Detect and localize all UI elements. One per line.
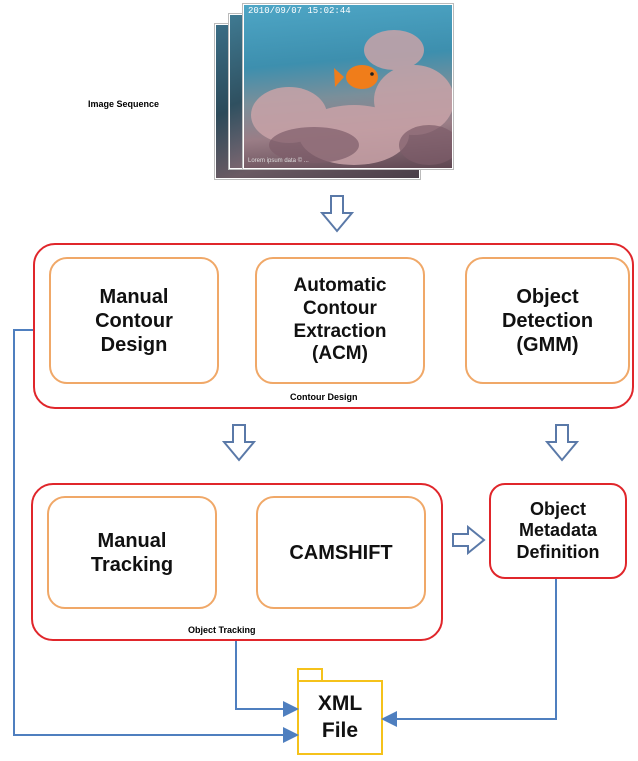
arrow-down-icon [320,195,354,233]
camshift-label: CAMSHIFT [289,541,393,564]
contour-design-group [33,243,634,409]
object-detection-label: Object Detection (GMM) [501,285,594,356]
contour-design-label: Contour Design [290,392,358,402]
reef-photo [251,30,452,165]
frame-front: 2010/09/07 15:02:44 Lorem ipsum data © .… [243,4,453,169]
connector-manual-contour-to-xml [13,329,299,743]
manual-tracking-label: Manual Tracking [90,529,174,576]
arrow-right-icon [452,525,486,555]
arrow-down-icon [222,424,256,462]
manual-contour-design-box: Manual Contour Design [49,257,219,384]
automatic-contour-extraction-label: Automatic Contour Extraction (ACM) [293,274,387,365]
frame-caption: Lorem ipsum data © ... [248,158,309,164]
fish-icon [334,65,378,89]
object-tracking-label: Object Tracking [188,625,256,635]
manual-contour-design-label: Manual Contour Design [95,285,173,356]
xml-file-label: XML File [317,692,363,742]
object-detection-box: Object Detection (GMM) [465,257,630,384]
object-metadata-box: Object Metadata Definition [489,483,627,579]
object-metadata-label: Object Metadata Definition [516,498,600,562]
connector-metadata-to-xml [381,579,557,727]
arrow-down-icon [545,424,579,462]
manual-tracking-box: Manual Tracking [47,496,217,609]
camshift-box: CAMSHIFT [256,496,426,609]
connector-tracking-to-xml [235,641,299,717]
xml-file-tab [297,668,323,682]
image-sequence-label: Image Sequence [88,99,160,109]
object-tracking-group [31,483,443,641]
automatic-contour-extraction-box: Automatic Contour Extraction (ACM) [255,257,425,384]
frame-timestamp: 2010/09/07 15:02:44 [248,6,351,16]
image-sequence: 2010/09/07 15:02:44 Lorem ipsum data © .… [215,2,455,182]
